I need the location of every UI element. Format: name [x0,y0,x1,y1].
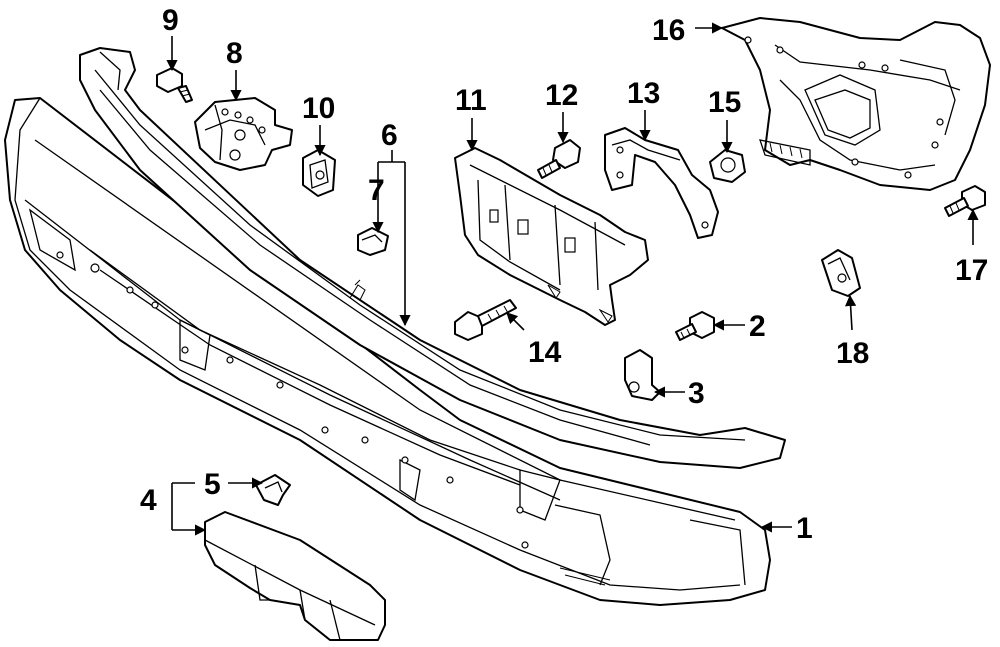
callout-13: 13 [627,77,660,110]
part-14-bolt[interactable] [454,299,517,341]
part-12-bolt[interactable] [537,139,581,179]
callout-14: 14 [528,336,562,369]
part-10-nut-plate[interactable] [302,149,336,197]
part-15-flange-nut[interactable] [709,149,746,183]
callout-9: 9 [162,4,179,37]
callout-15: 15 [708,86,741,119]
part-4-lower-valance[interactable] [204,511,386,641]
part-6-reinforcement-bar[interactable] [79,47,786,469]
callout-4: 4 [140,484,157,517]
part-2-bolt[interactable] [675,311,715,341]
part-17-bolt[interactable] [944,185,986,217]
callout-5: 5 [204,468,221,501]
callout-11: 11 [455,84,487,117]
part-7-clip-nut[interactable] [357,227,389,256]
callout-12: 12 [545,79,578,112]
callout-17: 17 [955,254,988,287]
part-9-bolt[interactable] [156,67,193,103]
part-8-mounting-bracket[interactable] [194,97,293,171]
part-18-nut-clip[interactable] [821,249,861,297]
callout-18: 18 [836,337,869,370]
part-1-bumper-face-bar[interactable] [4,97,771,606]
part-11-license-bracket[interactable] [454,147,649,326]
callout-3: 3 [688,377,705,410]
part-3-bracket-clip[interactable] [624,349,661,401]
callout-8: 8 [226,37,243,70]
callout-6: 6 [381,119,398,152]
callout-10: 10 [302,92,335,125]
callout-16: 16 [652,14,685,47]
callout-7: 7 [368,174,385,207]
callout-2: 2 [749,310,766,343]
callout-labels: 1 2 3 4 5 6 7 8 9 10 11 12 13 14 15 16 1… [140,4,988,545]
callout-1: 1 [796,512,813,545]
part-16-end-cap[interactable] [721,17,991,191]
part-5-clip[interactable] [255,474,291,506]
part-13-brace[interactable] [604,127,719,239]
leader-lines [166,22,979,536]
